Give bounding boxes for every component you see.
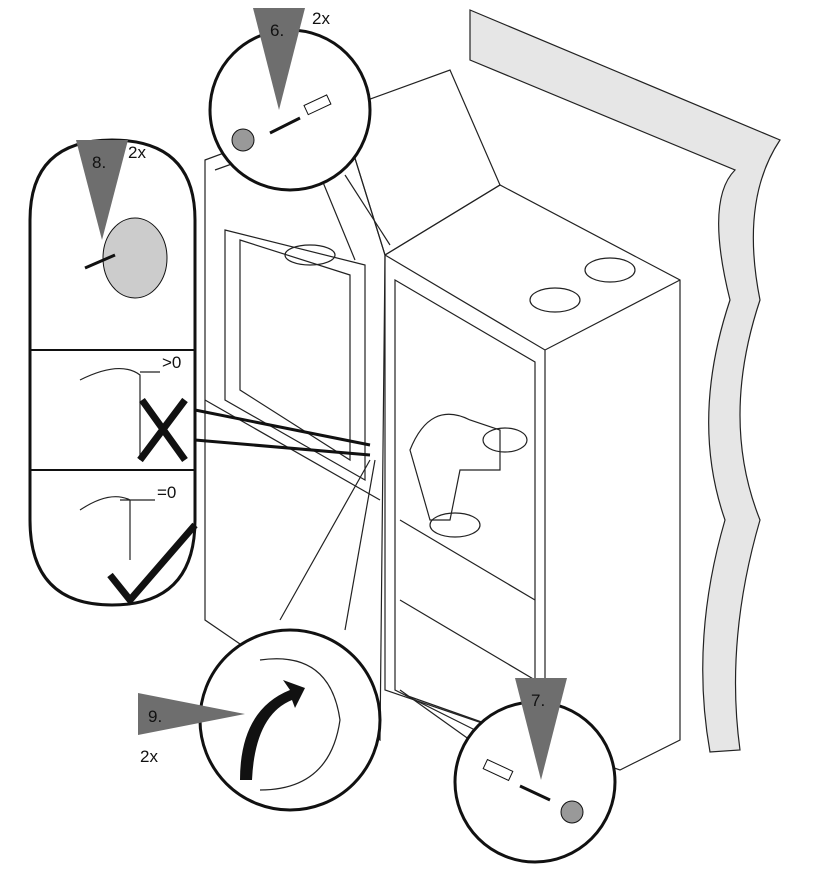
step-6-count: 2x [312, 9, 330, 28]
ring-icon [102, 217, 168, 299]
wrong-cross-icon [137, 397, 188, 463]
nut-icon [560, 800, 584, 824]
gap-wrong-label: >0 [162, 353, 181, 372]
callout-step-9: 9. 2x [138, 459, 382, 812]
pin-icon [482, 758, 514, 782]
step-6-marker [253, 8, 305, 110]
callout-step-8: 8. 2x >0 =0 [28, 138, 371, 607]
step-6-number: 6. [270, 21, 284, 40]
arrow-icon [84, 253, 116, 270]
callout-step-7: 7. [399, 678, 617, 864]
arrow-icon [519, 784, 551, 802]
step-7-number: 7. [531, 691, 545, 710]
step-7-marker [515, 678, 567, 780]
step-9-count: 2x [140, 747, 158, 766]
rotate-arrow-icon [240, 680, 305, 780]
correct-check-icon [107, 522, 198, 606]
callout-step-6: 6. 2x [208, 8, 391, 261]
step-8-number: 8. [92, 153, 106, 172]
gap-right-label: =0 [157, 483, 176, 502]
wall [469, 9, 781, 753]
nut-icon [231, 128, 255, 152]
step-9-marker [138, 693, 245, 735]
arrow-icon [269, 116, 301, 135]
step-8-count: 2x [128, 143, 146, 162]
step-9-number: 9. [148, 707, 162, 726]
pin-icon [303, 94, 332, 116]
step-8-marker [76, 140, 128, 240]
